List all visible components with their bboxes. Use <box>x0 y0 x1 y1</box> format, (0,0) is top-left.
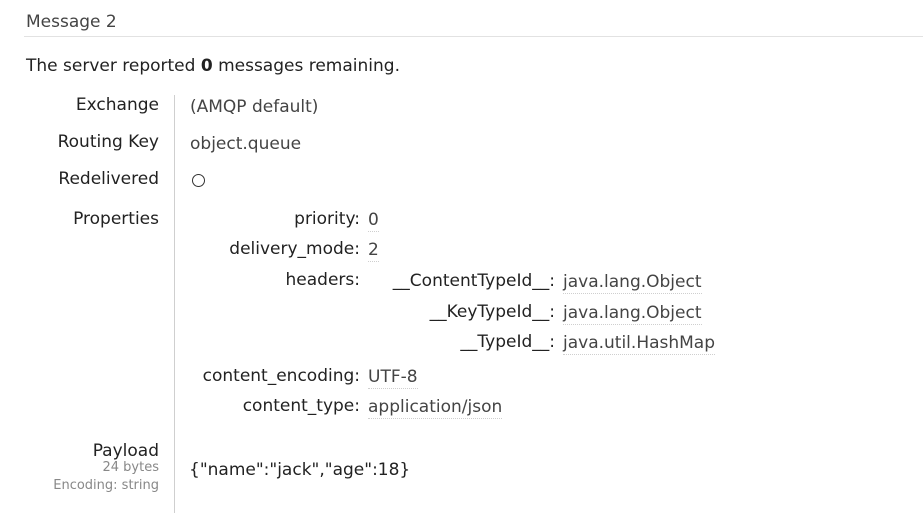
content-encoding-value: UTF-8 <box>368 367 418 389</box>
properties-label: Properties <box>73 209 159 229</box>
header-key-type-id-key: __KeyTypeId__: <box>429 302 555 322</box>
summary-suffix: messages remaining. <box>212 56 400 76</box>
delivery-mode-value: 2 <box>368 240 379 262</box>
routing-key-value: object.queue <box>190 134 302 154</box>
content-type-key: content_type: <box>242 396 360 416</box>
remaining-count: 0 <box>200 56 213 76</box>
payload-size: 24 bytes <box>102 460 160 475</box>
priority-key: priority: <box>294 209 360 229</box>
exchange-label: Exchange <box>75 95 159 115</box>
label-value-divider <box>174 95 175 513</box>
exchange-value: (AMQP default) <box>190 97 319 117</box>
header-content-type-id-value: java.lang.Object <box>563 272 702 294</box>
content-type-value: application/json <box>368 397 503 419</box>
payload-body[interactable]: {"name":"jack","age":18} <box>189 460 411 480</box>
summary-prefix: The server reported <box>26 56 201 76</box>
redelivered-label: Redelivered <box>58 169 159 189</box>
redelivered-indicator-icon <box>192 174 205 187</box>
priority-value: 0 <box>368 210 379 232</box>
header-type-id-key: __TypeId__: <box>460 332 555 352</box>
headers-key: headers: <box>285 270 360 290</box>
messages-remaining-summary: The server reported 0 messages remaining… <box>26 56 400 76</box>
delivery-mode-key: delivery_mode: <box>229 239 360 259</box>
routing-key-label: Routing Key <box>57 132 159 152</box>
section-title: Message 2 <box>26 12 117 32</box>
header-key-type-id-value: java.lang.Object <box>563 303 702 325</box>
content-encoding-key: content_encoding: <box>202 366 360 386</box>
title-divider <box>24 36 923 37</box>
payload-encoding: Encoding: string <box>53 478 159 493</box>
header-type-id-value: java.util.HashMap <box>563 333 716 355</box>
header-content-type-id-key: __ContentTypeId__: <box>392 271 555 291</box>
payload-label: Payload <box>92 441 159 461</box>
